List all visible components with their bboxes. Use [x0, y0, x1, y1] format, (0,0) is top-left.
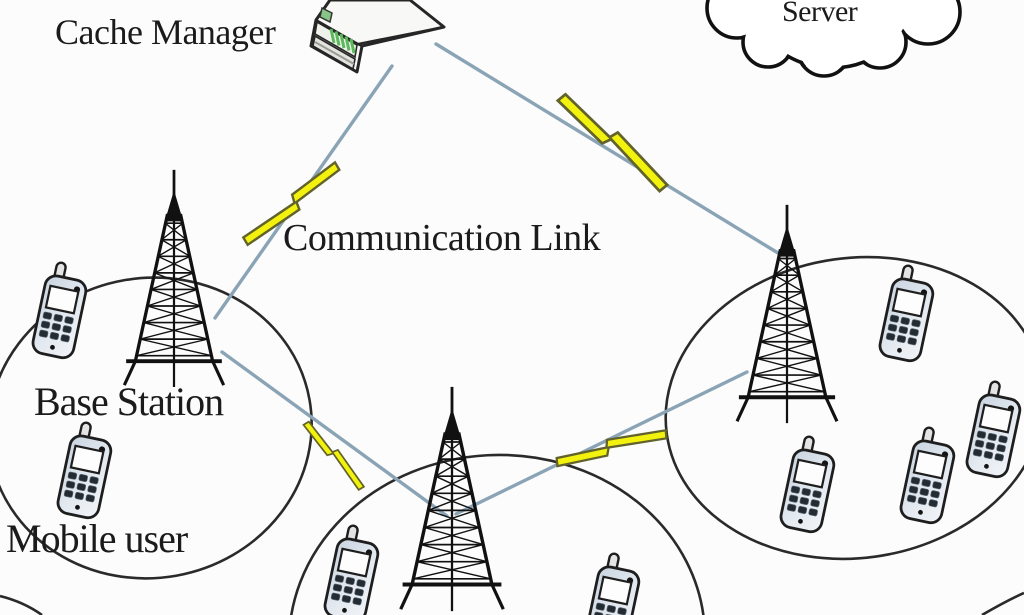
mobile-phone-icon [897, 423, 961, 527]
mobile-phone-icon [582, 549, 646, 615]
cache-manager-router-icon [309, 0, 446, 74]
mobile-phone-icon [777, 432, 841, 536]
link-line-cache-to-right-tower [434, 42, 780, 255]
lightning-bolt-icon [552, 408, 671, 488]
link-line-left-to-middle-tower [220, 350, 449, 518]
base-station-label: Base Station [34, 379, 224, 424]
server-cloud [705, 0, 962, 78]
mobile-phone-icon [321, 521, 385, 615]
right-cell-ellipse [664, 255, 1024, 561]
mobile-user-label: Mobile user [6, 516, 188, 561]
mobile-phone-icon [54, 418, 118, 522]
mobile-phone-icon [876, 261, 940, 365]
cache-manager-label: Cache Manager [55, 12, 276, 52]
middle-cell-ellipse [287, 453, 707, 615]
mobile-phone-icon [963, 377, 1024, 481]
server-label: Server [782, 0, 858, 28]
link-line-middle-to-right-tower [454, 370, 749, 516]
partial-cell-arc-bottom-left [0, 594, 43, 615]
left-cell-ellipse [0, 276, 313, 580]
mobile-phone-icon [29, 258, 93, 362]
communication-link-label: Communication Link [283, 217, 601, 259]
lightning-bolt-icon [542, 91, 683, 195]
partial-cell-arc-bottom-right [981, 591, 1024, 615]
